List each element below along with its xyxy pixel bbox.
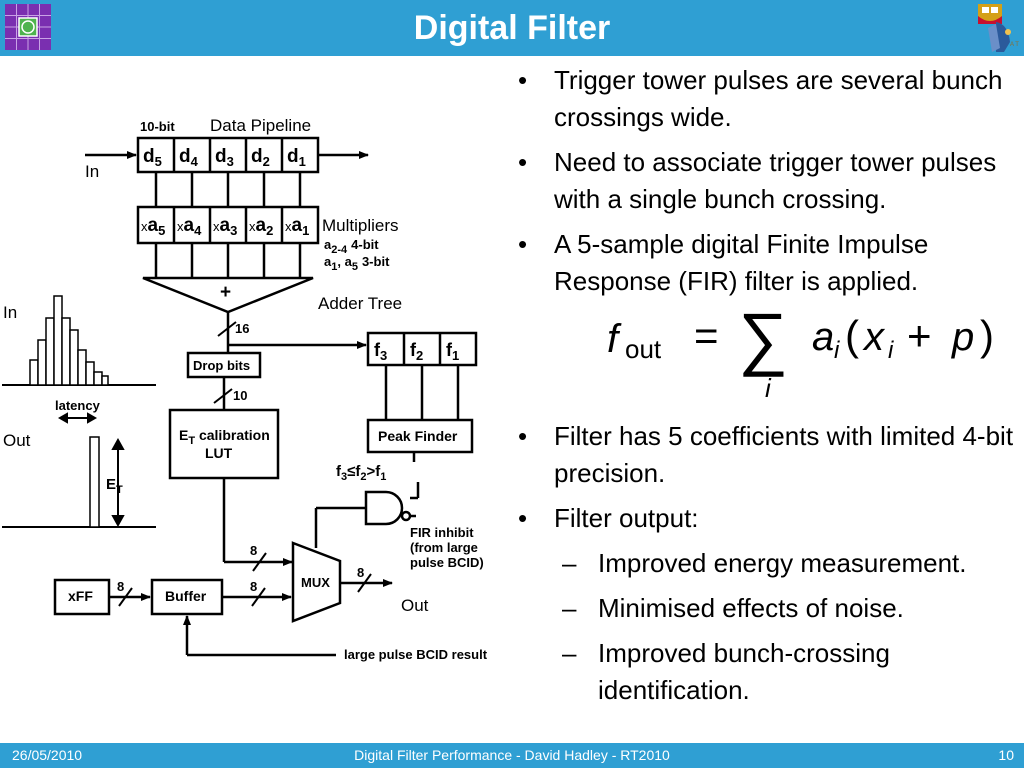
footer-bar: 26/05/2010 Digital Filter Performance - … xyxy=(0,743,1024,768)
svg-text:a: a xyxy=(812,315,834,359)
latency-label: latency xyxy=(55,398,101,413)
pulse-bar xyxy=(69,329,79,386)
d-cell: d3 xyxy=(215,146,234,169)
pulse-bar xyxy=(85,361,95,386)
d-cell: d2 xyxy=(251,146,270,169)
pipeline-in-label: In xyxy=(85,162,99,181)
d-cell: d4 xyxy=(179,146,199,169)
svg-text:i: i xyxy=(765,373,772,403)
svg-text:=: = xyxy=(694,312,719,359)
buffer-label: Buffer xyxy=(165,588,207,604)
a-cell: xa2 xyxy=(249,215,273,238)
experiment-logo xyxy=(5,4,51,50)
bus-width-8: 8 xyxy=(357,565,364,580)
bullet: Filter output: xyxy=(512,500,1017,537)
bus-width-16: 16 xyxy=(235,321,249,336)
xff-label: xFF xyxy=(68,588,93,604)
pulse-bar xyxy=(29,359,39,386)
a-cell: xa4 xyxy=(177,215,202,238)
a-cell: xa5 xyxy=(141,215,165,238)
adder-plus: + xyxy=(220,282,231,303)
bus-width-8: 8 xyxy=(250,579,257,594)
large-pulse-label: large pulse BCID result xyxy=(344,647,488,662)
svg-text:out: out xyxy=(625,334,662,364)
pulse-bar xyxy=(61,317,71,386)
lut-label: LUT xyxy=(205,445,233,461)
footer-center: Digital Filter Performance - David Hadle… xyxy=(354,747,670,763)
mux-label: MUX xyxy=(301,575,330,590)
adder-tree-label: Adder Tree xyxy=(318,294,402,313)
slide-title: Digital Filter xyxy=(413,9,611,47)
output-pulse-bar xyxy=(89,436,100,528)
nand-gate xyxy=(364,490,404,526)
multipliers-label: Multipliers xyxy=(322,216,399,235)
svg-text:i: i xyxy=(834,337,840,364)
adder-tree xyxy=(142,276,314,314)
peak-finder xyxy=(366,418,474,454)
svg-text:i: i xyxy=(888,337,894,364)
et-calibration-label: ET calibration xyxy=(179,427,270,447)
fir-inhibit-label: FIR inhibit xyxy=(410,525,474,540)
title-bar xyxy=(0,0,1024,56)
et-calibration-lut xyxy=(168,408,280,480)
bullet: Trigger tower pulses are several bunch c… xyxy=(512,62,1017,136)
d-cell: d5 xyxy=(143,146,162,169)
pipeline-label: Data Pipeline xyxy=(210,116,311,135)
bus-width-8: 8 xyxy=(117,579,124,594)
bullet: Need to associate trigger tower pulses w… xyxy=(512,144,1017,218)
institution-logo: A T L A S xyxy=(978,4,1020,52)
peak-finder-label: Peak Finder xyxy=(378,428,458,444)
pipeline-width-label: 10-bit xyxy=(140,119,175,134)
f-cell: f2 xyxy=(410,340,423,363)
bus-width-10: 10 xyxy=(233,388,247,403)
svg-text:p: p xyxy=(951,315,974,359)
bus-width-8: 8 xyxy=(250,543,257,558)
slide-number: 10 xyxy=(998,747,1014,763)
fir-filter-diagram: 10-bit Data Pipeline In d5 d4 d3 d2 d1 x… xyxy=(2,116,488,662)
pulse-bar xyxy=(37,339,47,386)
bullet: A 5-sample digital Finite Impulse Respon… xyxy=(512,226,1017,300)
svg-text:f: f xyxy=(607,317,622,361)
a-cell: xa3 xyxy=(213,215,237,238)
mux xyxy=(291,541,342,623)
sub-bullet: Improved bunch-crossing identification. xyxy=(512,635,1017,709)
fir-inhibit-label: pulse BCID) xyxy=(410,555,484,570)
bullet-list: Trigger tower pulses are several bunch c… xyxy=(512,62,1017,709)
pulse-bar xyxy=(77,349,87,386)
output-pulse-label: Out xyxy=(3,431,31,450)
f-cell: f1 xyxy=(446,340,459,363)
a-cell: xa1 xyxy=(285,215,309,238)
fir-formula: f out = ∑ i a i ( x i + p ) xyxy=(512,299,1017,418)
bullet: Filter has 5 coefficients with limited 4… xyxy=(512,418,1017,492)
svg-text:∑: ∑ xyxy=(738,300,788,377)
input-pulse-label: In xyxy=(3,303,17,322)
fir-inhibit-label: (from large xyxy=(410,540,478,555)
pulse-bar xyxy=(53,295,63,386)
peak-condition: f3≤f2>f1 xyxy=(336,463,386,483)
d-cell: d1 xyxy=(287,146,306,169)
output-label: Out xyxy=(401,596,429,615)
svg-text:x: x xyxy=(862,315,886,359)
svg-text:(: ( xyxy=(845,312,859,359)
svg-text:): ) xyxy=(980,312,994,359)
svg-text:+: + xyxy=(907,312,932,359)
pulse-bar xyxy=(45,317,55,386)
sub-bullet: Improved energy measurement. xyxy=(512,545,1017,582)
sub-bullet: Minimised effects of noise. xyxy=(512,590,1017,627)
f-cell: f3 xyxy=(374,340,387,363)
et-axis-label: ET xyxy=(106,476,123,496)
pulse-bar xyxy=(101,375,109,386)
svg-text:A T L A S: A T L A S xyxy=(1010,42,1020,48)
pulse-bar xyxy=(93,371,103,386)
footer-date: 26/05/2010 xyxy=(12,747,83,763)
drop-bits-label: Drop bits xyxy=(193,358,250,373)
